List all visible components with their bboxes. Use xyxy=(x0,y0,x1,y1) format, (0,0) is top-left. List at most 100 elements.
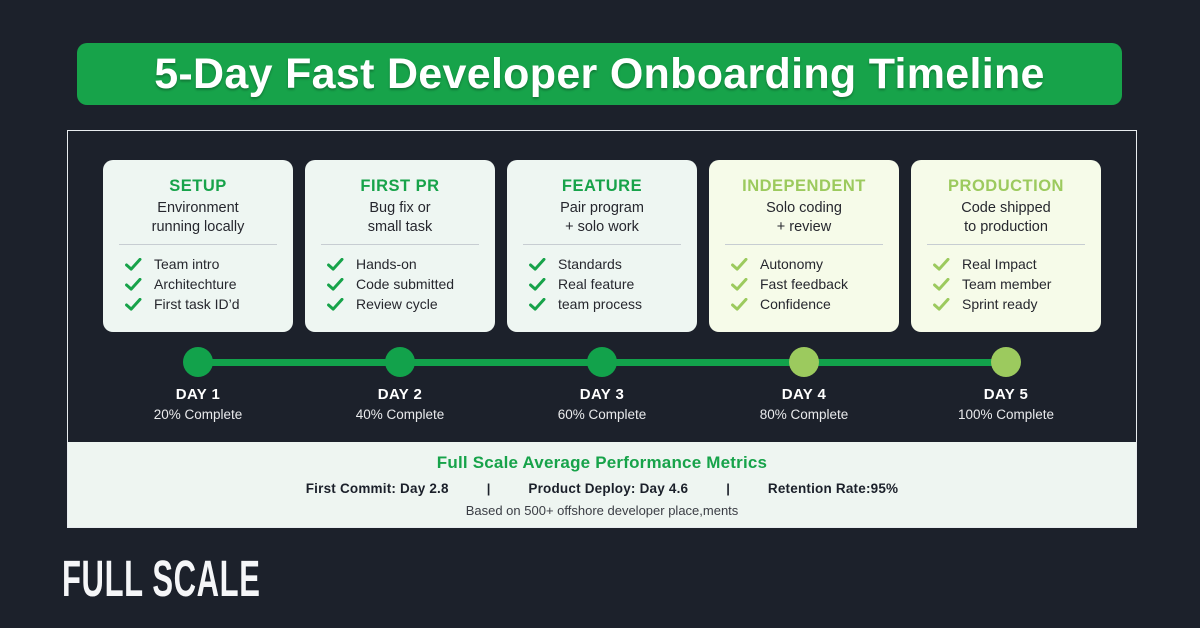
checklist-item: Architechture xyxy=(125,274,293,294)
timeline-dot xyxy=(183,347,213,377)
card-subtitle-line: Environment xyxy=(157,200,239,216)
card-subtitle-line: to production xyxy=(964,219,1048,235)
checklist-label: Sprint ready xyxy=(962,296,1038,312)
checklist-item: Standards xyxy=(529,254,697,274)
card-subtitle: Bug fix or small task xyxy=(305,199,495,237)
card-subtitle-line: Solo coding xyxy=(766,200,842,216)
timeline-percent-label: 40% Complete xyxy=(355,407,445,422)
checkmark-icon xyxy=(327,277,344,291)
checkmark-icon xyxy=(933,297,950,311)
checklist-item: Real feature xyxy=(529,274,697,294)
checklist-item: Team intro xyxy=(125,254,293,274)
checklist-label: First task ID’d xyxy=(154,296,240,312)
timeline-day-label: DAY 1 xyxy=(175,386,221,403)
metrics-title: Full Scale Average Performance Metrics xyxy=(436,453,768,472)
timeline-percent-label: 80% Complete xyxy=(759,407,849,422)
timeline-stop: DAY 2 40% Complete xyxy=(305,347,495,422)
checkmark-icon xyxy=(327,257,344,271)
card-divider xyxy=(119,244,277,245)
checkmark-icon xyxy=(731,257,748,271)
card-subtitle-line: small task xyxy=(367,219,433,235)
checkmark-icon xyxy=(933,257,950,271)
card-subtitle-line: Bug fix or xyxy=(369,200,431,216)
checklist-item: Hands-on xyxy=(327,254,495,274)
checkmark-icon xyxy=(125,277,142,291)
checklist-item: Fast feedback xyxy=(731,274,899,294)
header-banner: 5-Day Fast Developer Onboarding Timeline xyxy=(77,43,1122,105)
timeline-day-label: DAY 3 xyxy=(579,386,625,403)
card-divider xyxy=(321,244,479,245)
checkmark-icon xyxy=(731,297,748,311)
checklist-label: Standards xyxy=(558,256,622,272)
checkmark-icon xyxy=(529,257,546,271)
checkmark-icon xyxy=(933,277,950,291)
timeline-dot xyxy=(789,347,819,377)
timeline-day-label: DAY 2 xyxy=(377,386,423,403)
metric-separator: | xyxy=(726,481,730,496)
checklist-label: Hands-on xyxy=(356,256,417,272)
checklist-label: team process xyxy=(558,296,643,312)
metric-item: Retention Rate:95% xyxy=(767,481,899,496)
timeline-stop: DAY 5 100% Complete xyxy=(911,347,1101,422)
card-subtitle-line: Code shipped xyxy=(961,200,1051,216)
checklist-item: Confidence xyxy=(731,294,899,314)
card-subtitle-line: + review xyxy=(776,219,832,235)
checklist-item: team process xyxy=(529,294,697,314)
checklist-item: Real Impact xyxy=(933,254,1101,274)
checklist-label: Architechture xyxy=(154,276,237,292)
checklist-item: Autonomy xyxy=(731,254,899,274)
metric-separator: | xyxy=(486,481,491,496)
timeline-percent-label: 20% Complete xyxy=(153,407,243,422)
metrics-panel: Full Scale Average Performance Metrics F… xyxy=(68,442,1136,527)
timeline-dot xyxy=(385,347,415,377)
checkmark-icon xyxy=(529,297,546,311)
card-subtitle: Code shipped to production xyxy=(911,199,1101,237)
checkmark-icon xyxy=(327,297,344,311)
full-scale-logo: FULL SCALE xyxy=(62,550,261,608)
card-subtitle-line: + solo work xyxy=(565,219,639,235)
checklist-label: Review cycle xyxy=(356,296,438,312)
card-divider xyxy=(725,244,883,245)
card-divider xyxy=(523,244,681,245)
timeline-stop: DAY 3 60% Complete xyxy=(507,347,697,422)
timeline-stop: DAY 1 20% Complete xyxy=(103,347,293,422)
card-title: FEATURE xyxy=(561,177,643,195)
checklist-label: Code submitted xyxy=(356,276,455,292)
card-subtitle: Pair program+ solo work xyxy=(507,199,697,237)
timeline-percent-label: 100% Complete xyxy=(957,407,1055,422)
checklist-label: Real Impact xyxy=(962,256,1037,272)
card-divider xyxy=(927,244,1085,245)
checklist-label: Team member xyxy=(962,276,1052,292)
metrics-footnote: Based on 500+ offshore developer place,m… xyxy=(465,503,739,518)
checklist-label: Confidence xyxy=(760,296,831,312)
timeline-dot xyxy=(991,347,1021,377)
checkmark-icon xyxy=(125,257,142,271)
timeline-percent-label: 60% Complete xyxy=(557,407,647,422)
timeline-stop: DAY 4 80% Complete xyxy=(709,347,899,422)
card-title: SETUP xyxy=(169,177,227,195)
page-title: 5-Day Fast Developer Onboarding Timeline xyxy=(154,49,1045,98)
timeline-day-label: DAY 5 xyxy=(983,386,1029,403)
timeline-row: DAY 1 20% Complete DAY 2 40% Complete DAY 3 6… xyxy=(103,347,1101,422)
checkmark-icon xyxy=(125,297,142,311)
timeline-day-label: DAY 4 xyxy=(781,386,827,403)
checkmark-icon xyxy=(529,277,546,291)
checklist-item: Review cycle xyxy=(327,294,495,314)
metric-item: Product Deploy: Day 4.6 xyxy=(528,481,689,496)
checklist-label: Fast feedback xyxy=(760,276,848,292)
card-title: PRODUCTION xyxy=(948,177,1064,195)
